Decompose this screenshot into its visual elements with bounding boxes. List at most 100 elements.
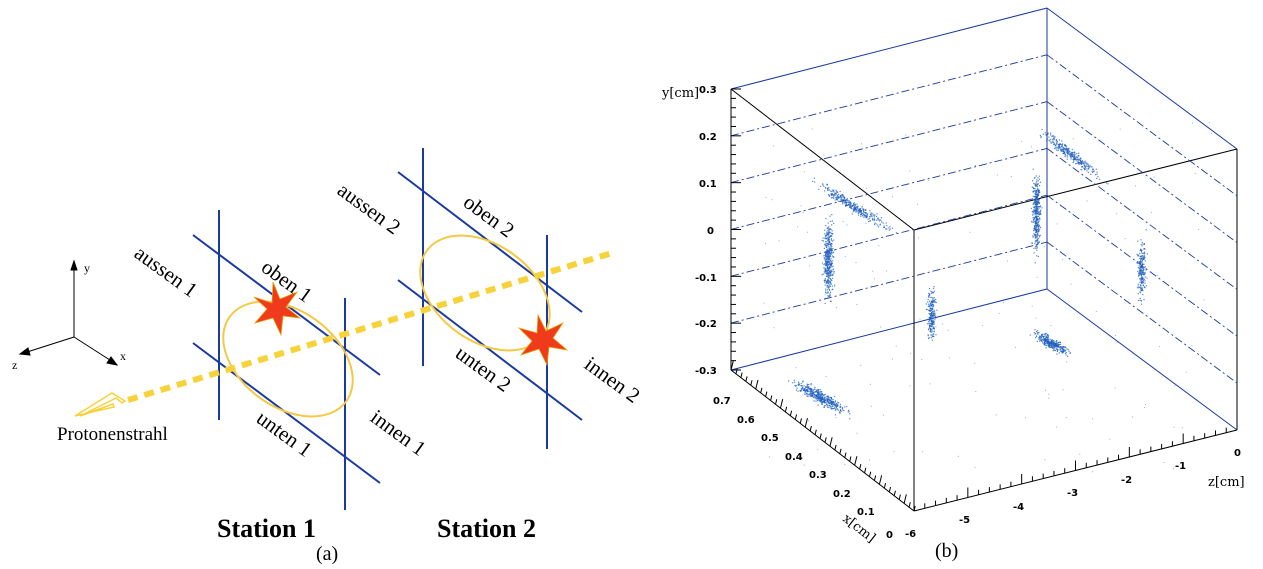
scatter-point: [827, 244, 829, 246]
scatter-point: [883, 226, 885, 228]
scatter-point: [1047, 338, 1049, 340]
scatter-point: [825, 255, 827, 257]
scatter-point: [1083, 162, 1085, 164]
scatter-point: [1099, 178, 1101, 180]
scatter-point: [1039, 191, 1041, 193]
scatter-point: [1192, 122, 1194, 124]
scatter-point: [1036, 203, 1039, 206]
scatter-point: [1034, 241, 1036, 243]
scatter-point: [829, 255, 832, 257]
scatter-point: [829, 231, 831, 233]
scatter-point: [1143, 243, 1145, 245]
y-tick-labels: 0.3 0.2 0.1 0 -0.1 -0.2 -0.3: [695, 85, 717, 377]
scatter-point: [848, 410, 850, 412]
scatter-point: [798, 381, 800, 383]
scatter-point: [825, 401, 827, 403]
scatter-point: [1034, 229, 1036, 231]
scatter-point: [1037, 231, 1040, 233]
scatter-point: [861, 215, 864, 217]
scatter-point: [827, 222, 829, 224]
scatter-point: [1037, 180, 1039, 182]
scatter-point: [928, 294, 931, 296]
scatter-point: [932, 316, 934, 318]
scatter-point: [1142, 267, 1144, 269]
scatter-point: [1071, 155, 1073, 157]
scatter-point: [928, 318, 930, 320]
scatter-point: [829, 252, 831, 254]
scatter-point: [932, 322, 934, 324]
scatter-point: [869, 214, 871, 216]
scatter-point: [846, 204, 848, 206]
scatter-point: [1137, 285, 1139, 287]
scatter-point: [824, 279, 826, 281]
x-tick-mark: [873, 475, 877, 481]
scatter-point: [1140, 261, 1142, 263]
scatter-point: [828, 275, 830, 277]
scatter-point: [845, 205, 847, 207]
scatter-point: [831, 252, 833, 254]
gridline-back-right: [1046, 101, 1238, 243]
scatter-point: [821, 274, 823, 276]
scatter-point: [874, 222, 876, 224]
gridline-back-left: [730, 54, 1048, 137]
scatter-point: [1038, 211, 1040, 213]
scatter-point: [1195, 399, 1197, 401]
scatter-point: [839, 411, 841, 413]
scatter-point: [1033, 217, 1036, 219]
scatter-point: [1143, 251, 1145, 253]
scatter-point: [930, 307, 932, 309]
scatter-point: [834, 404, 836, 406]
scatter-point: [866, 213, 869, 215]
scatter-point: [1081, 160, 1083, 162]
scatter-point: [1157, 274, 1159, 276]
scatter-point: [860, 215, 862, 217]
scatter-point: [1070, 156, 1072, 158]
scatter-point: [930, 310, 932, 312]
scatter-point: [1035, 223, 1037, 225]
scatter-point: [802, 389, 805, 391]
scatter-point: [1124, 238, 1126, 240]
scatter-point: [848, 201, 850, 203]
scatter-point: [1066, 150, 1069, 152]
scatter-point: [773, 145, 775, 147]
scatter-point: [811, 395, 813, 397]
x-tick-mark: [765, 391, 768, 397]
scatter-point: [834, 199, 836, 201]
scatter-point: [832, 269, 834, 271]
scatter-point: [1140, 243, 1142, 246]
scatter-point: [1061, 146, 1063, 148]
scatter-point: [830, 190, 832, 192]
scatter-point: [1034, 243, 1036, 245]
scatter-point: [1059, 346, 1062, 348]
scatter-point: [1064, 151, 1066, 153]
scatter-point: [1036, 205, 1038, 207]
panel-a: y x z aussen 1 oben 1 unten 1 innen: [12, 148, 645, 565]
scatter-point: [836, 405, 839, 407]
x-tick-mark: [799, 418, 802, 424]
scatter-point: [929, 313, 931, 315]
scatter-point: [1060, 150, 1062, 152]
scatter-point: [826, 242, 828, 244]
x-tick-mark: [844, 452, 847, 458]
scatter-point: [824, 254, 827, 256]
x-tick-mark: [888, 486, 892, 493]
scatter-point: [1131, 209, 1133, 211]
scatter-point: [817, 448, 819, 450]
scatter-point: [932, 313, 934, 315]
scatter-point: [942, 323, 944, 325]
scatter-point: [838, 196, 840, 198]
scatter-point: [802, 380, 804, 382]
scatter-point: [828, 402, 830, 404]
scatter-point: [1058, 143, 1060, 145]
scatter-point: [827, 259, 829, 261]
scatter-point: [880, 217, 882, 219]
scatter-point: [934, 313, 936, 315]
scatter-point: [1073, 152, 1075, 154]
x-axis-baseline: [730, 369, 915, 512]
scatter-point: [1140, 288, 1142, 290]
scatter-point: [1045, 342, 1047, 344]
scatter-point: [1040, 137, 1042, 139]
beam-arrowhead: [74, 392, 127, 417]
scatter-point: [800, 390, 802, 392]
scatter-point: [825, 396, 827, 398]
